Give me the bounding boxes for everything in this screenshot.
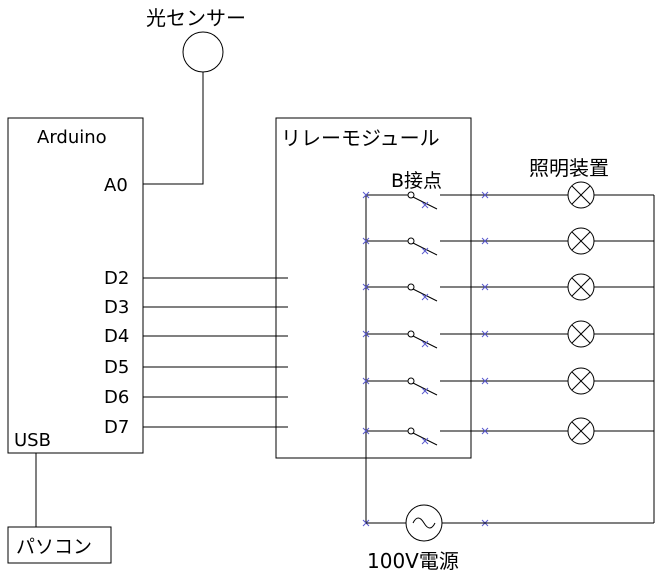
switch-contact-icon — [407, 377, 415, 385]
arduino-box — [7, 117, 144, 454]
usb-label: USB — [14, 430, 51, 451]
relay-module-label: リレーモジュール — [281, 126, 440, 150]
channel-row — [366, 181, 654, 210]
pin-a0-label: A0 — [104, 175, 128, 196]
pin-d3-label: D3 — [104, 297, 129, 318]
relay-module-box — [275, 117, 472, 459]
switch-contact-icon — [407, 283, 415, 291]
pc-label: パソコン — [16, 536, 92, 558]
channel-row — [366, 367, 654, 396]
switch-contact-icon — [407, 330, 415, 338]
sensor-label: 光センサー — [146, 6, 246, 30]
switch-contact-icon — [407, 237, 415, 245]
pin-d5-label: D5 — [104, 357, 129, 378]
pin-d4-label: D4 — [104, 326, 129, 347]
channel-row — [366, 417, 654, 446]
lighting-label: 照明装置 — [529, 156, 609, 180]
sensor-wire — [143, 72, 204, 185]
channel-row — [366, 227, 654, 256]
switch-contact-icon — [407, 191, 415, 199]
pin-d7-label: D7 — [104, 417, 129, 438]
b-contact-label: B接点 — [391, 170, 442, 192]
channel-row — [366, 320, 654, 349]
ac-wave-icon — [412, 517, 436, 529]
pin-d2-label: D2 — [104, 268, 129, 289]
pin-d6-label: D6 — [104, 387, 129, 408]
photo-sensor-circle-icon — [182, 31, 224, 73]
switch-contact-icon — [407, 427, 415, 435]
power-label: 100V電源 — [367, 549, 459, 573]
pc-box — [7, 526, 112, 564]
arduino-label: Arduino — [37, 127, 107, 148]
channel-row — [366, 273, 654, 302]
junction-marks — [362, 191, 489, 527]
